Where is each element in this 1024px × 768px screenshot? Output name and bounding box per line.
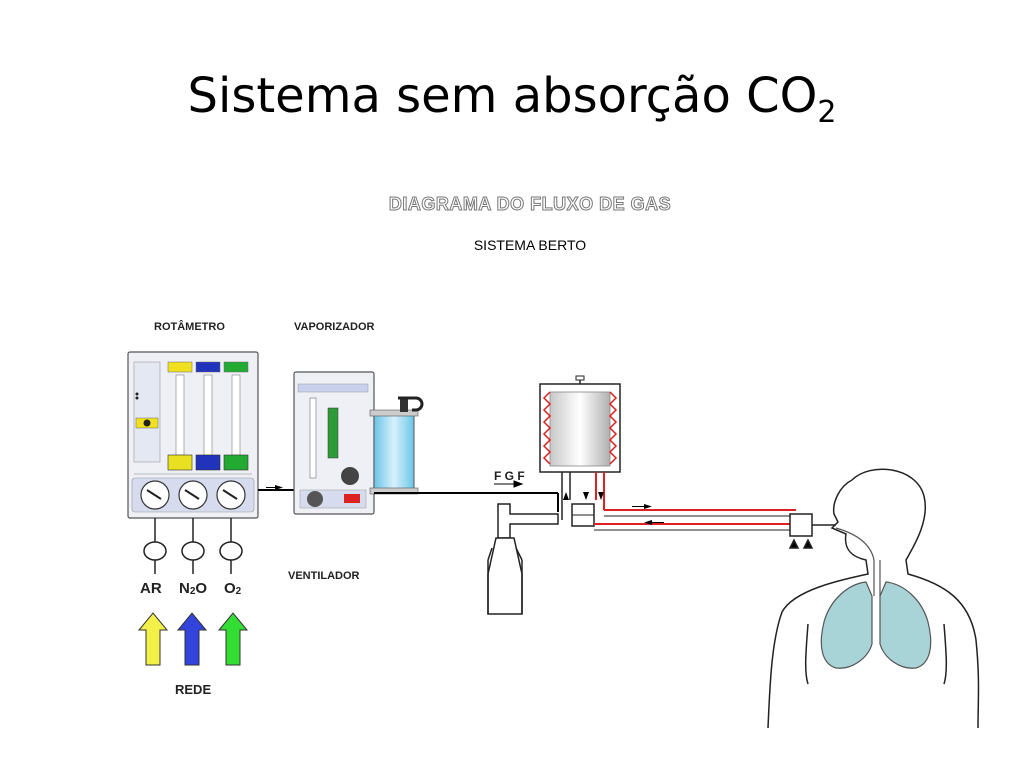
diagram-subtitle: SISTEMA BERTO (473, 237, 587, 253)
arrow-o2 (217, 612, 249, 666)
lungs (820, 527, 932, 669)
arrow-ar (137, 612, 169, 666)
vaporizer-label: VAPORIZADOR (294, 321, 375, 333)
slide-title-subscript: 2 (817, 95, 837, 130)
patient-figure (767, 468, 980, 729)
ventilator-bellows (487, 503, 559, 615)
y-piece-valve (788, 513, 836, 549)
vaporizer-unit (293, 371, 424, 515)
rotameter-tube-ar (167, 361, 193, 471)
ventilator-label: VENTILADOR (288, 570, 360, 582)
diagram-title: DIAGRAMA DO FLUXO DE GAS (388, 194, 672, 215)
gauge-n2o (178, 480, 208, 510)
gas-label-o2: O2 (224, 580, 242, 597)
tube-rotameter-vaporizer (258, 485, 294, 491)
gas-supply-lines (143, 518, 243, 574)
gauge-o2 (216, 480, 246, 510)
gauge-ar (140, 480, 170, 510)
rotameter-label: ROTÂMETRO (154, 321, 225, 333)
heated-reservoir (539, 375, 621, 527)
breathing-circuit (594, 504, 796, 531)
gas-label-ar: AR (140, 580, 162, 597)
rotameter-unit (127, 351, 259, 519)
rotameter-tube-o2 (223, 361, 249, 471)
network-label: REDE (175, 682, 212, 697)
rotameter-tube-n2o (195, 361, 221, 471)
fresh-gas-line (374, 480, 559, 512)
arrow-n2o (176, 612, 208, 666)
fgf-label: F G F (494, 469, 525, 483)
slide-title: Sistema sem absorção CO2 (0, 72, 1024, 128)
supply-arrows (137, 612, 249, 666)
slide-title-text: Sistema sem absorção CO (187, 68, 818, 124)
gas-label-n2o: N2O (179, 580, 208, 597)
